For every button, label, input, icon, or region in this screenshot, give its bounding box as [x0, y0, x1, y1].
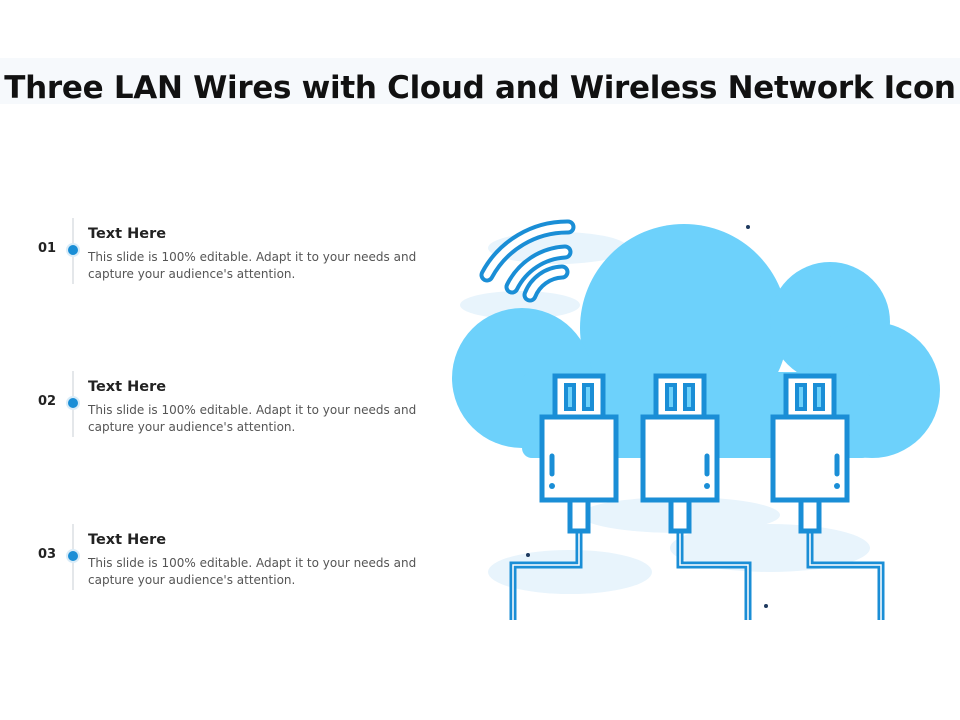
item-number: 01	[38, 241, 57, 256]
wifi-icon	[479, 219, 576, 303]
bullet-dot-icon	[66, 549, 80, 563]
item-body: This slide is 100% editable. Adapt it to…	[88, 250, 417, 281]
item-heading: Text Here	[88, 532, 167, 548]
bullet-dot-icon	[66, 396, 80, 410]
item-number: 02	[38, 394, 57, 409]
item-body: This slide is 100% editable. Adapt it to…	[88, 403, 417, 434]
list-item-02: 02 Text Here This slide is 100% editable…	[0, 371, 440, 451]
item-body: This slide is 100% editable. Adapt it to…	[88, 556, 417, 587]
lan-plug-icon	[539, 373, 619, 534]
list-item-01: 01 Text Here This slide is 100% editable…	[0, 218, 440, 298]
shadow-blobs	[460, 232, 870, 594]
item-number: 03	[38, 547, 57, 562]
decor-dots	[526, 225, 768, 608]
item-heading: Text Here	[88, 379, 167, 395]
list-item-03: 03 Text Here This slide is 100% editable…	[0, 524, 440, 604]
item-heading: Text Here	[88, 226, 167, 242]
lan-plug-icon	[640, 373, 720, 534]
slide-title: Three LAN Wires with Cloud and Wireless …	[4, 70, 956, 106]
title-band	[0, 58, 960, 104]
network-illustration	[452, 219, 940, 620]
lan-wires	[509, 531, 885, 620]
lan-plug-icon	[770, 373, 850, 534]
bullet-dot-icon	[66, 243, 80, 257]
